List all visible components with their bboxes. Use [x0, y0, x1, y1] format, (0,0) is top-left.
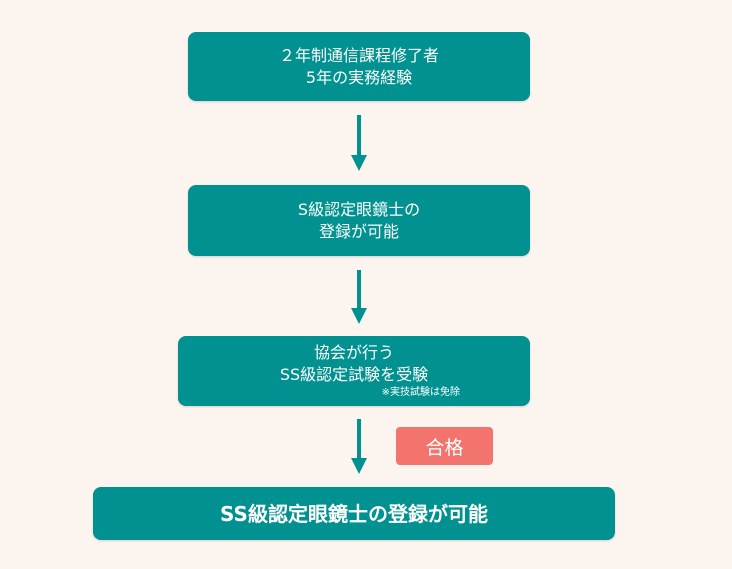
final-box: SS級認定眼鏡士の登録が可能 [93, 487, 615, 540]
step-box-3: 協会が行う SS級認定試験を受験 ※実技試験は免除 [178, 336, 530, 406]
step-box-1: ２年制通信課程修了者 5年の実務経験 [188, 32, 530, 101]
down-arrow-icon [351, 115, 367, 171]
step-1-line-2: 5年の実務経験 [305, 67, 413, 87]
step-3-note: ※実技試験は免除 [381, 387, 460, 398]
step-box-2: S級認定眼鏡士の 登録が可能 [188, 185, 530, 256]
step-2-line-1: S級認定眼鏡士の [297, 199, 421, 219]
step-1-line-1: ２年制通信課程修了者 [278, 45, 439, 65]
pass-badge: 合格 [396, 427, 493, 465]
final-text: SS級認定眼鏡士の登録が可能 [220, 501, 488, 526]
step-3-line-2: SS級認定試験を受験 [279, 365, 429, 384]
step-3-line-1: 協会が行う [313, 343, 394, 362]
step-2-line-2: 登録が可能 [318, 221, 399, 241]
down-arrow-icon [351, 270, 367, 324]
down-arrow-icon [351, 419, 367, 474]
